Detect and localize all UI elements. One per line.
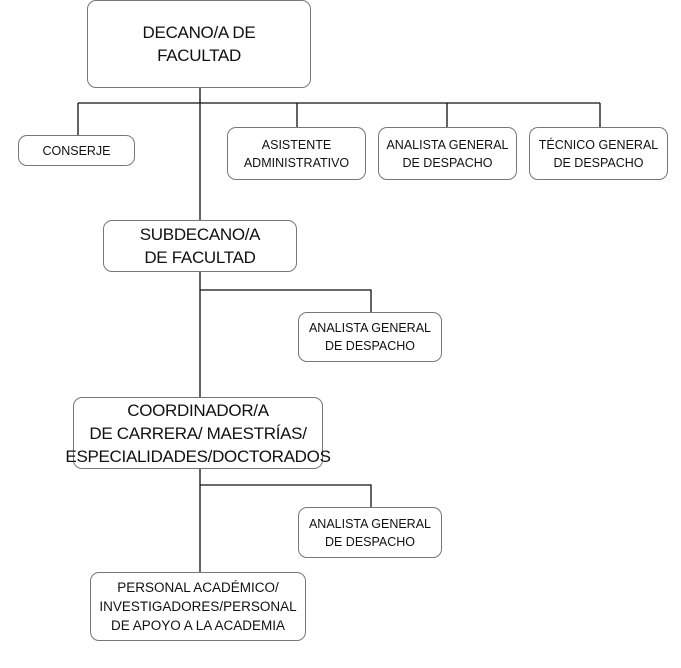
node-analista-subdecano: ANALISTA GENERAL DE DESPACHO [298,312,442,362]
node-tecnico: TÉCNICO GENERAL DE DESPACHO [529,127,668,180]
node-decano: DECANO/A DE FACULTAD [87,0,311,88]
connector-coordinador-analista [200,484,372,507]
node-subdecano: SUBDECANO/A DE FACULTAD [103,220,297,272]
node-personal: PERSONAL ACADÉMICO/ INVESTIGADORES/PERSO… [90,572,306,641]
node-conserje: CONSERJE [18,135,135,166]
connector-subdecano-analista [200,289,372,312]
node-asistente: ASISTENTE ADMINISTRATIVO [227,127,366,180]
node-analista-coordinador: ANALISTA GENERAL DE DESPACHO [298,507,442,558]
node-coordinador: COORDINADOR/A DE CARRERA/ MAESTRÍAS/ ESP… [65,397,331,469]
node-analista-decano: ANALISTA GENERAL DE DESPACHO [378,127,517,180]
